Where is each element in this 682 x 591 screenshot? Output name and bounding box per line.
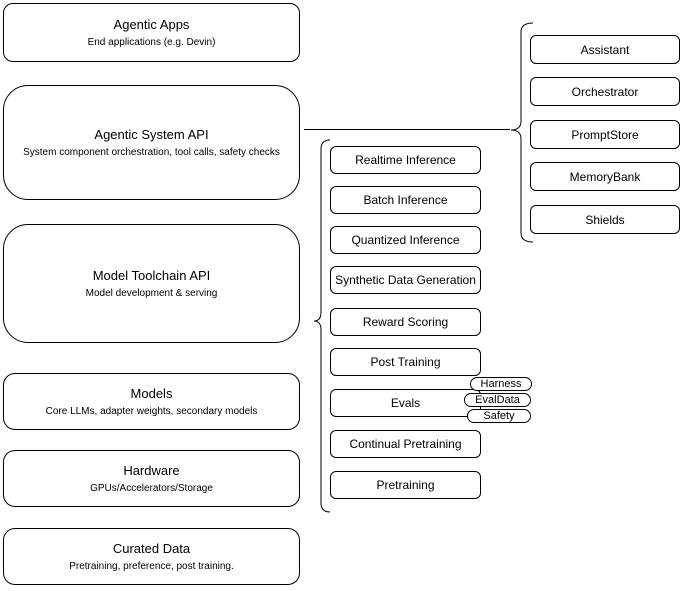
- box-label: Evals: [390, 396, 421, 410]
- box-subtitle: Model development & serving: [85, 287, 218, 299]
- box-label: Reward Scoring: [362, 315, 449, 329]
- box-label: PromptStore: [571, 127, 639, 142]
- right-box-promptstore: PromptStore: [530, 120, 680, 149]
- connector-line: [304, 129, 510, 130]
- box-label: Quantized Inference: [351, 233, 460, 247]
- box-subtitle: GPUs/Accelerators/Storage: [90, 482, 213, 494]
- box-label: Continual Pretraining: [349, 437, 462, 451]
- right-box-memorybank: MemoryBank: [530, 162, 680, 191]
- box-subtitle: Core LLMs, adapter weights, secondary mo…: [45, 405, 258, 417]
- curly-brace-middle: [313, 139, 331, 513]
- box-title: Curated Data: [112, 540, 191, 556]
- left-box-agentic-system-api: Agentic System API System component orch…: [3, 85, 300, 200]
- eval-tag-safety: Safety: [467, 409, 531, 423]
- box-label: MemoryBank: [569, 169, 641, 184]
- box-label: Assistant: [580, 42, 630, 57]
- box-subtitle: System component orchestration, tool cal…: [23, 146, 280, 158]
- middle-box-reward-scoring: Reward Scoring: [330, 308, 481, 336]
- pill-label: Safety: [483, 409, 515, 422]
- box-label: Shields: [585, 212, 625, 227]
- right-box-orchestrator: Orchestrator: [530, 77, 680, 106]
- eval-tag-harness: Harness: [470, 377, 532, 391]
- pill-label: Harness: [480, 377, 522, 390]
- box-title: Agentic Apps: [113, 16, 190, 32]
- box-title: Models: [130, 385, 173, 401]
- left-box-curated-data: Curated Data Pretraining, preference, po…: [3, 528, 300, 585]
- left-box-models: Models Core LLMs, adapter weights, secon…: [3, 373, 300, 430]
- box-label: Post Training: [370, 355, 441, 369]
- right-box-assistant: Assistant: [530, 35, 680, 64]
- eval-tag-evaldata: EvalData: [464, 393, 531, 407]
- box-title: Agentic System API: [94, 126, 209, 142]
- middle-box-pretraining: Pretraining: [330, 471, 481, 499]
- left-box-hardware: Hardware GPUs/Accelerators/Storage: [3, 450, 300, 507]
- middle-box-batch-inference: Batch Inference: [330, 186, 481, 214]
- box-subtitle: End applications (e.g. Devin): [87, 36, 216, 48]
- middle-box-synthetic-data-generation: Synthetic Data Generation: [330, 266, 481, 294]
- box-label: Batch Inference: [363, 193, 448, 207]
- box-title: Hardware: [123, 462, 180, 478]
- middle-box-evals: Evals: [330, 389, 481, 417]
- middle-box-realtime-inference: Realtime Inference: [330, 146, 481, 174]
- left-box-agentic-apps: Agentic Apps End applications (e.g. Devi…: [3, 3, 300, 62]
- box-label: Pretraining: [376, 478, 435, 492]
- box-label: Synthetic Data Generation: [335, 273, 476, 287]
- left-box-model-toolchain-api: Model Toolchain API Model development & …: [3, 224, 300, 343]
- box-label: Realtime Inference: [355, 153, 456, 167]
- box-label: Orchestrator: [571, 84, 639, 99]
- pill-label: EvalData: [475, 393, 520, 406]
- box-subtitle: Pretraining, preference, post training.: [69, 560, 234, 572]
- curly-brace-right: [510, 22, 534, 243]
- right-box-shields: Shields: [530, 205, 680, 234]
- middle-box-continual-pretraining: Continual Pretraining: [330, 430, 481, 458]
- box-title: Model Toolchain API: [92, 267, 211, 283]
- middle-box-post-training: Post Training: [330, 348, 481, 376]
- middle-box-quantized-inference: Quantized Inference: [330, 226, 481, 254]
